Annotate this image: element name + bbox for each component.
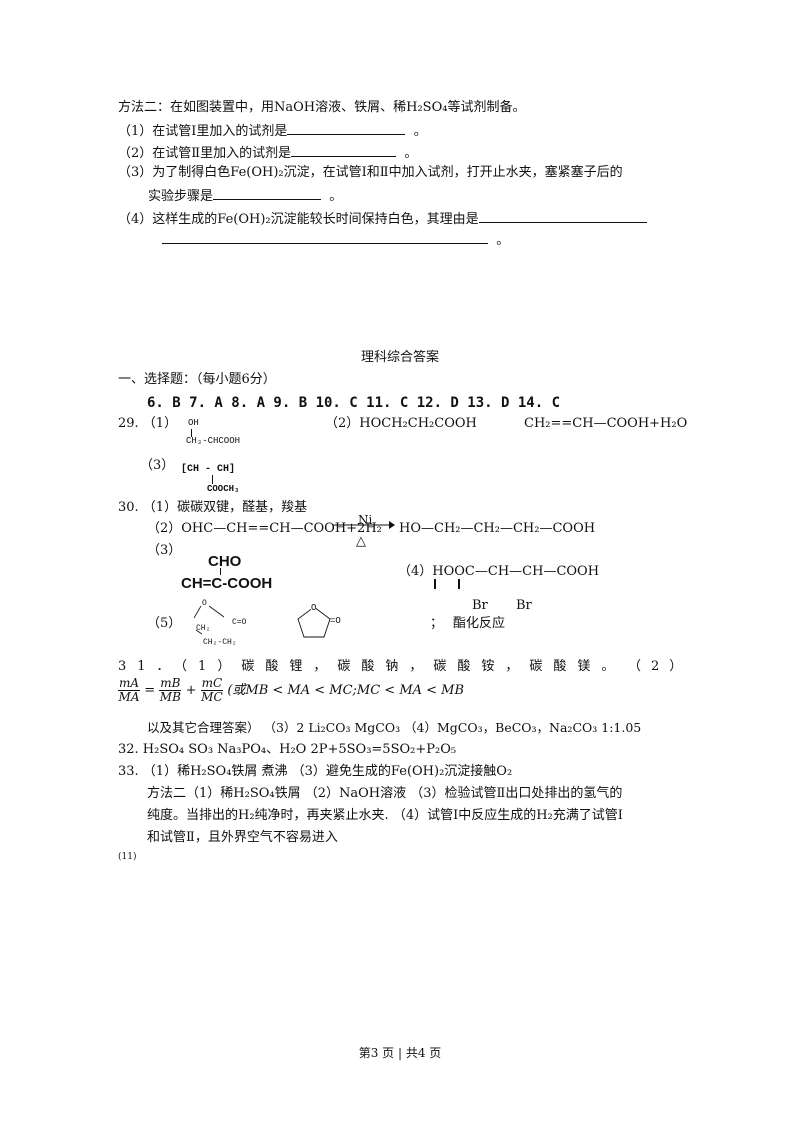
q30-part4: （4）HOOC—CH—CH—COOH — [398, 564, 600, 579]
answer-blank — [291, 144, 397, 157]
q30-part2: （2）OHC—CH==CH—COOH+2H₂ — [147, 521, 382, 536]
ring-bonds-icon — [193, 605, 225, 635]
q29-part2: （2）HOCH₂CH₂COOH — [325, 416, 477, 431]
q29-polymer-bottom: COOCH₃ — [207, 484, 240, 494]
method2-q4a: （4）这样生成的Fe(OH)₂沉淀能较长时间保持白色，其理由是 — [118, 210, 647, 229]
q29-struct-chain: CH₃-CHCOOH — [186, 436, 241, 446]
answer-blank — [162, 231, 488, 244]
separator: ； — [430, 616, 444, 631]
catalyst-label: Ni — [358, 513, 373, 527]
method2-q3a: （3）为了制得白色Fe(OH)₂沉淀，在试管Ⅰ和Ⅱ中加入试剂，打开止水夹，塞紧塞… — [118, 165, 623, 180]
q30-part3-label: （3） — [147, 543, 182, 558]
q30-struct-cho: CHO — [208, 553, 242, 570]
q30-struct-main: CH=C-COOH — [181, 575, 273, 592]
heat-symbol: △ — [356, 534, 366, 549]
stray-mark: (11) — [118, 852, 137, 862]
q29-struct-oh: OH — [188, 418, 199, 428]
q30-part5-label: （5） — [147, 616, 182, 631]
q29-label: 29. （1） — [118, 416, 178, 431]
bond-line — [434, 579, 436, 589]
method2-intro: 方法二：在如图装置中，用NaOH溶液、铁屑、稀H₂SO₄等试剂制备。 — [118, 100, 526, 115]
q30-part1: 30. （1）碳碳双键，醛基，羧基 — [118, 500, 308, 515]
bond-line — [191, 429, 192, 437]
q33-line1: 33. （1）稀H₂SO₄铁屑 煮沸 （3）避免生成的Fe(OH)₂沉淀接触O₂ — [118, 764, 513, 779]
q29-part3-label: （3） — [140, 458, 175, 473]
ring-ch2: CH₂ — [196, 624, 211, 633]
answer-blank — [478, 210, 647, 223]
ring-carbonyl: C=O — [232, 618, 247, 627]
q33-line2: 方法二（1）稀H₂SO₄铁屑 （2）NaOH溶液 （3）检验试管Ⅱ出口处排出的氢… — [147, 786, 623, 801]
q33-line3: 纯度。当排出的H₂纯净时，再夹紧止水夹. （4）试管Ⅰ中反应生成的H₂充满了试管… — [147, 808, 623, 823]
q31-part1: 31．（1）碳酸锂，碳酸钠，碳酸铵，碳酸镁。 — [118, 659, 626, 674]
bromine-label-2: Br — [516, 598, 532, 613]
method2-q4b: 。 — [162, 231, 509, 250]
q32-answer: 32. H₂SO₄ SO₃ Na₃PO₄、H₂O 2P+5SO₃=5SO₂+P₂… — [118, 742, 457, 757]
bond-line — [212, 475, 213, 484]
q31-part3: 以及其它合理答案） （3）2 Li₂CO₃ MgCO₃ （4）MgCO₃，BeC… — [147, 720, 642, 735]
bond-line — [458, 579, 460, 589]
ring-ch2-ch2: CH₂-CH₂ — [203, 638, 237, 647]
reaction-type: 酯化反应 — [453, 616, 506, 631]
q29-polymer-top: [CH - CH] — [181, 464, 236, 475]
q30-part2-product: HO—CH₂—CH₂—CH₂—COOH — [399, 521, 596, 536]
answers-title: 理科综合答案 — [360, 350, 439, 365]
lactone-ring-icon — [297, 606, 331, 638]
method2-q1: （1）在试管Ⅰ里加入的试剂是 。 — [118, 122, 427, 139]
page-footer: 第3 页 | 共4 页 — [358, 1046, 442, 1060]
mc-answers: 6. B 7. A 8. A 9. B 10. C 11. C 12. D 13… — [147, 395, 561, 411]
q33-line4: 和试管Ⅱ，且外界空气不容易进入 — [147, 830, 338, 845]
answer-blank — [287, 122, 406, 135]
ring-oxygen: O — [202, 599, 207, 608]
bromine-label-1: Br — [472, 598, 488, 613]
q29-part2-product: CH₂==CH—COOH+H₂O — [524, 416, 688, 431]
answer-blank — [213, 187, 322, 200]
method2-q2: （2）在试管Ⅱ里加入的试剂是 。 — [118, 144, 418, 161]
section-1-heading: 一、选择题：（每小题6分） — [118, 372, 276, 387]
reaction-arrow-icon — [333, 521, 395, 529]
q31-part2-label: （2） — [628, 659, 693, 674]
bond-line — [220, 568, 221, 575]
method2-q3b: 实验步骤是 。 — [148, 187, 343, 204]
lactone-carbonyl: =O — [330, 616, 341, 626]
lactone-oxygen: O — [311, 603, 317, 615]
